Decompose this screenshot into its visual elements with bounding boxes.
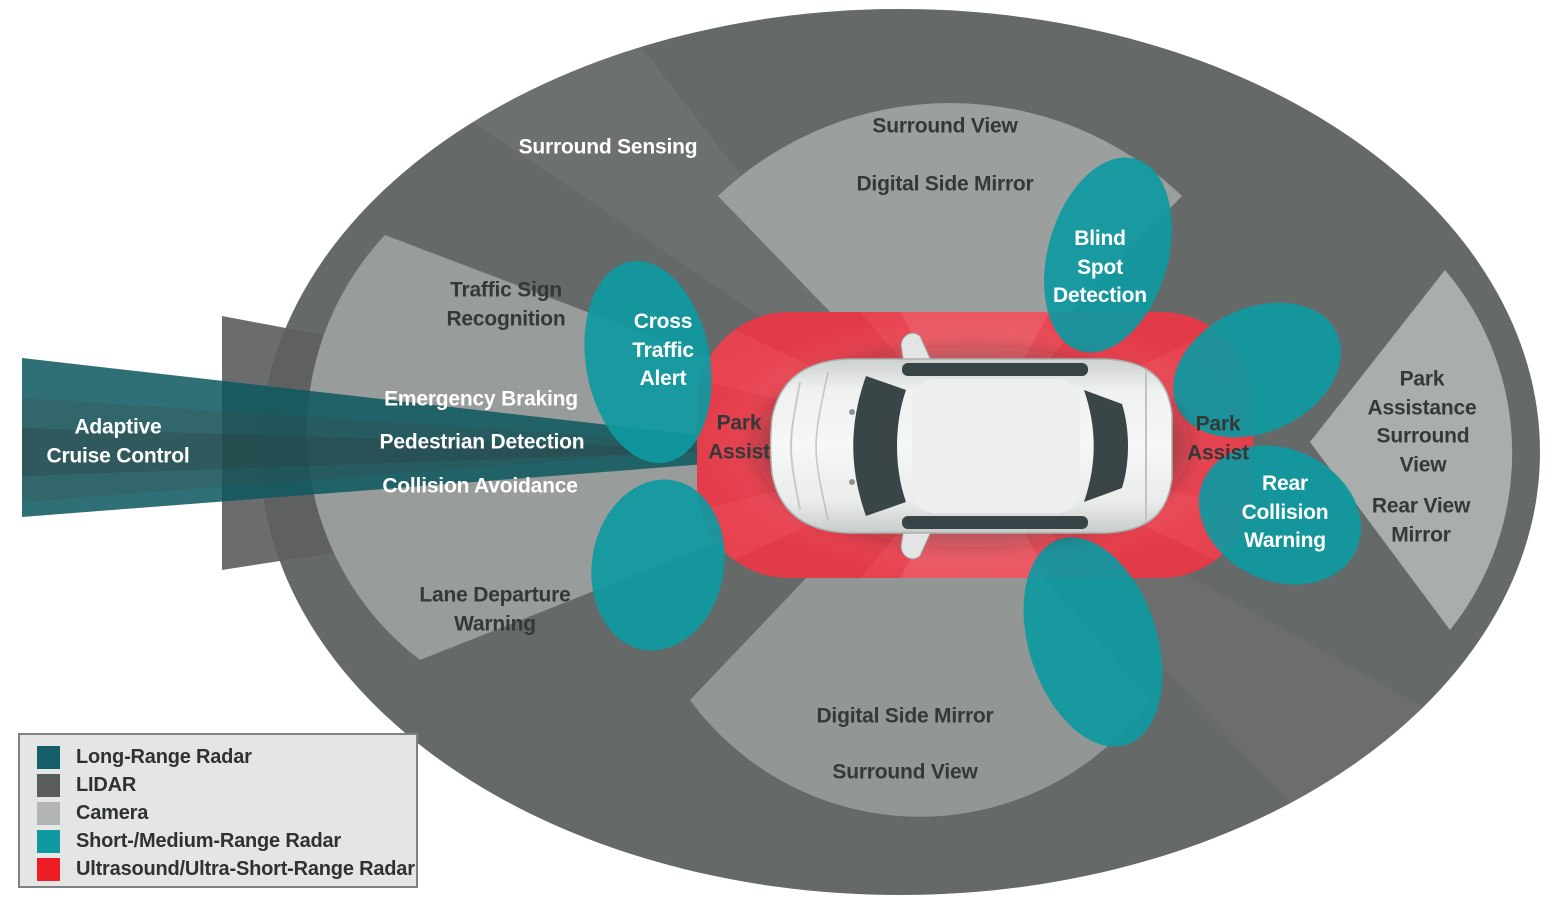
front-beam-inner-wide [22,398,758,502]
legend-item-ultrasound: Ultrasound/Ultra-Short-Range Radar [37,855,416,883]
legend-item-long-range-radar: Long-Range Radar [37,743,416,771]
camera-fan-right [1310,270,1513,630]
cross-traffic-lobe-upper [584,260,712,464]
car-windshield [853,376,906,516]
short-medium-radar-lobes [584,157,1362,747]
legend-label: Camera [76,802,149,824]
legend-swatch-lidar [37,773,60,797]
car-side-window-top [902,363,1088,376]
rear-collision-lobe-upper [1173,302,1341,438]
legend-item-camera: Camera [37,799,416,827]
camera-fan-bottom [690,448,1150,817]
legend-panel: Long-Range Radar LIDAR Camera Short-/Med… [18,733,418,888]
camera-fan-top [718,103,1182,436]
legend-label: Short-/Medium-Range Radar [76,830,342,852]
rear-collision-lobe-lower [1198,445,1362,585]
car-top-view [754,332,1190,560]
car-rear-window [1084,390,1128,502]
legend-swatch-ultrasound [37,857,60,881]
legend-label: Long-Range Radar [76,746,252,768]
car-mirror-bottom [900,526,934,560]
car-hood-dot [849,479,855,485]
legend-swatch-camera [37,801,60,825]
car-mirror-top [900,332,934,366]
front-beam-inner-narrow [22,428,758,476]
car-hood-line [790,381,801,511]
car-hood-dot [849,409,855,415]
legend-swatch-long-range-radar [37,745,60,769]
legend-item-short-medium-radar: Short-/Medium-Range Radar [37,827,416,855]
long-range-radar-beam [22,358,758,517]
legend-swatch-short-medium-radar [37,829,60,853]
blind-spot-lobe-bottom [1023,537,1163,747]
legend-item-lidar: LIDAR [37,771,416,799]
legend-label: LIDAR [76,774,137,796]
car-hood-line-2 [815,371,829,521]
blind-spot-lobe-top [1044,157,1172,353]
car-roof [912,379,1080,513]
cross-traffic-lobe-lower [591,479,725,651]
legend-label: Ultrasound/Ultra-Short-Range Radar [76,858,415,880]
car-side-window-bottom [902,516,1088,529]
